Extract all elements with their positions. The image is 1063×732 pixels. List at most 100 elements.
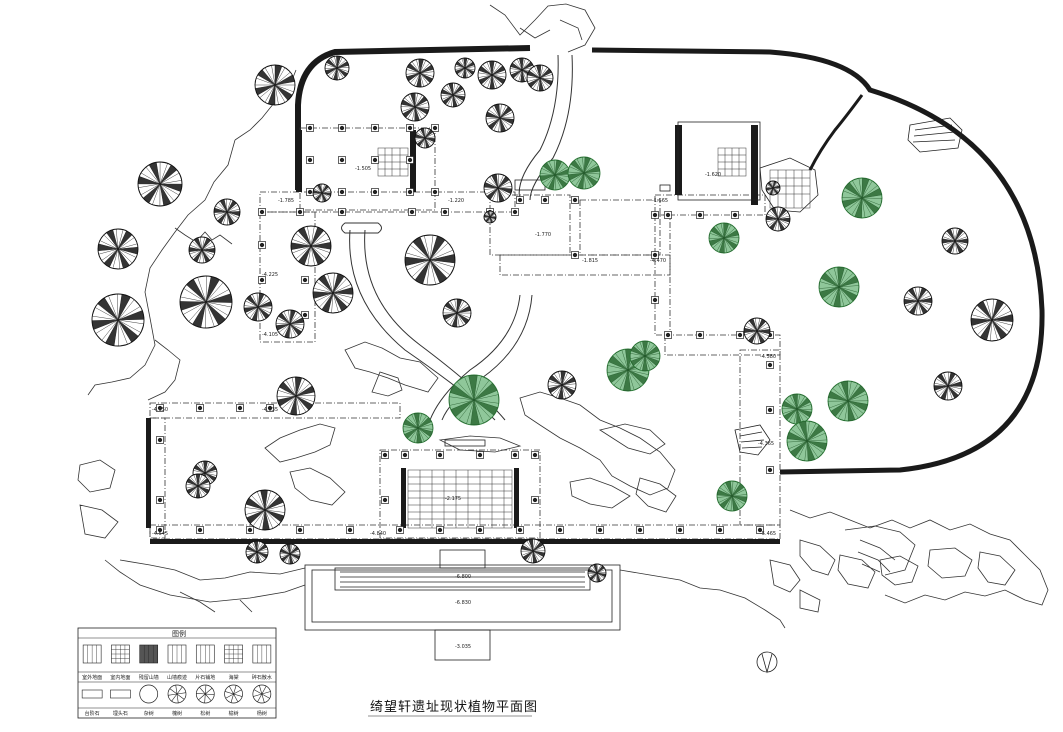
tree-symbol	[244, 489, 286, 531]
column-base	[258, 241, 266, 249]
tree-symbol	[520, 538, 546, 564]
column-base	[306, 156, 314, 164]
tree-symbol	[440, 82, 466, 108]
legend-swatch	[195, 644, 215, 664]
column-base	[676, 526, 684, 534]
elevation-e5: -1.815	[582, 258, 598, 264]
north-arrow-icon	[756, 651, 778, 674]
column-base	[531, 496, 539, 504]
legend-swatch	[252, 644, 272, 664]
column-base	[541, 196, 549, 204]
tree-symbol	[414, 127, 436, 149]
tree-symbol	[97, 228, 139, 270]
legend-swatch	[82, 644, 102, 664]
tree-symbol	[275, 309, 305, 339]
column-base	[731, 211, 739, 219]
tree-symbol	[933, 371, 963, 401]
elevation-e8: -4.225	[262, 272, 278, 278]
elevation-e9: -4.105	[262, 332, 278, 338]
column-base	[301, 276, 309, 284]
elevation-labels: -1.785 -1.505 -1.220 -1.770 -1.815 -1.62…	[152, 166, 776, 650]
tree-symbol	[91, 293, 145, 347]
tree-symbol	[404, 234, 456, 286]
column-base	[346, 526, 354, 534]
legend-swatch	[139, 644, 159, 664]
column-base	[406, 156, 414, 164]
legend-swatch	[252, 684, 272, 704]
elevation-e7: -1.565	[652, 198, 668, 204]
legend-swatch	[224, 684, 243, 704]
tree-symbol	[312, 183, 332, 203]
column-base	[196, 404, 204, 412]
tree-symbol	[547, 370, 577, 400]
legend-label: 榆树	[229, 710, 239, 717]
remaining-walls	[146, 125, 780, 544]
column-base	[401, 451, 409, 459]
tree-symbol	[442, 298, 472, 328]
column-base	[431, 124, 439, 132]
column-base	[371, 124, 379, 132]
legend-swatch	[139, 684, 159, 704]
column-base	[236, 404, 244, 412]
column-base	[651, 251, 659, 259]
column-base	[381, 451, 389, 459]
tree-symbol-green	[841, 177, 883, 219]
elevation-e13: -4.470	[650, 258, 666, 264]
elevation-e15: -4.545	[152, 531, 168, 537]
column-base	[556, 526, 564, 534]
column-base	[651, 296, 659, 304]
elevation-e2: -1.505	[355, 166, 371, 172]
column-base	[338, 188, 346, 196]
tree-symbol-green	[629, 340, 661, 372]
column-base	[571, 196, 579, 204]
legend-symbols	[81, 644, 272, 704]
column-base	[246, 526, 254, 534]
column-base	[766, 361, 774, 369]
legend-swatch	[224, 644, 243, 664]
column-base	[664, 211, 672, 219]
column-base	[636, 526, 644, 534]
elevation-e6: -1.620	[705, 172, 721, 178]
column-base	[156, 404, 164, 412]
legend-label: 室内地面	[110, 674, 130, 681]
tree-symbol	[903, 286, 933, 316]
tree-symbol	[400, 92, 430, 122]
column-base	[664, 331, 672, 339]
column-base	[296, 526, 304, 534]
tree-symbol-green	[539, 159, 571, 191]
column-base	[516, 196, 524, 204]
tree-symbol	[245, 540, 269, 564]
elevation-e21: -2.175	[445, 496, 461, 502]
column-base	[301, 311, 309, 319]
column-base	[396, 526, 404, 534]
rock-contours	[77, 3, 1049, 629]
legend-label: 碎石散水	[252, 674, 272, 681]
column-base	[266, 404, 274, 412]
legend-label: 杂树	[144, 710, 154, 717]
tree-symbol	[276, 376, 316, 416]
column-base	[756, 526, 764, 534]
column-base	[431, 188, 439, 196]
elevation-e12: -4.580	[760, 354, 776, 360]
tree-symbol	[485, 103, 515, 133]
tree-symbol-green	[781, 393, 813, 425]
foundations	[149, 127, 781, 540]
tree-symbol	[405, 58, 435, 88]
legend-swatch	[167, 644, 187, 664]
column-base	[531, 451, 539, 459]
tree-symbol	[477, 60, 507, 90]
column-base	[371, 188, 379, 196]
legend: 图例 室外地面台阶石室内地面埋头石残留山墙杂树山墙痕迹槐树片石铺地松树海棠榆树碎…	[77, 627, 277, 719]
tree-symbol-green	[818, 266, 860, 308]
column-base	[408, 208, 416, 216]
column-base	[156, 436, 164, 444]
tree-symbol	[941, 227, 969, 255]
column-base	[371, 156, 379, 164]
column-base	[511, 451, 519, 459]
column-base	[406, 188, 414, 196]
tree-symbol	[483, 173, 513, 203]
column-base	[696, 211, 704, 219]
column-base	[306, 188, 314, 196]
tree-symbol	[185, 473, 211, 499]
misc-fragments	[444, 157, 819, 456]
